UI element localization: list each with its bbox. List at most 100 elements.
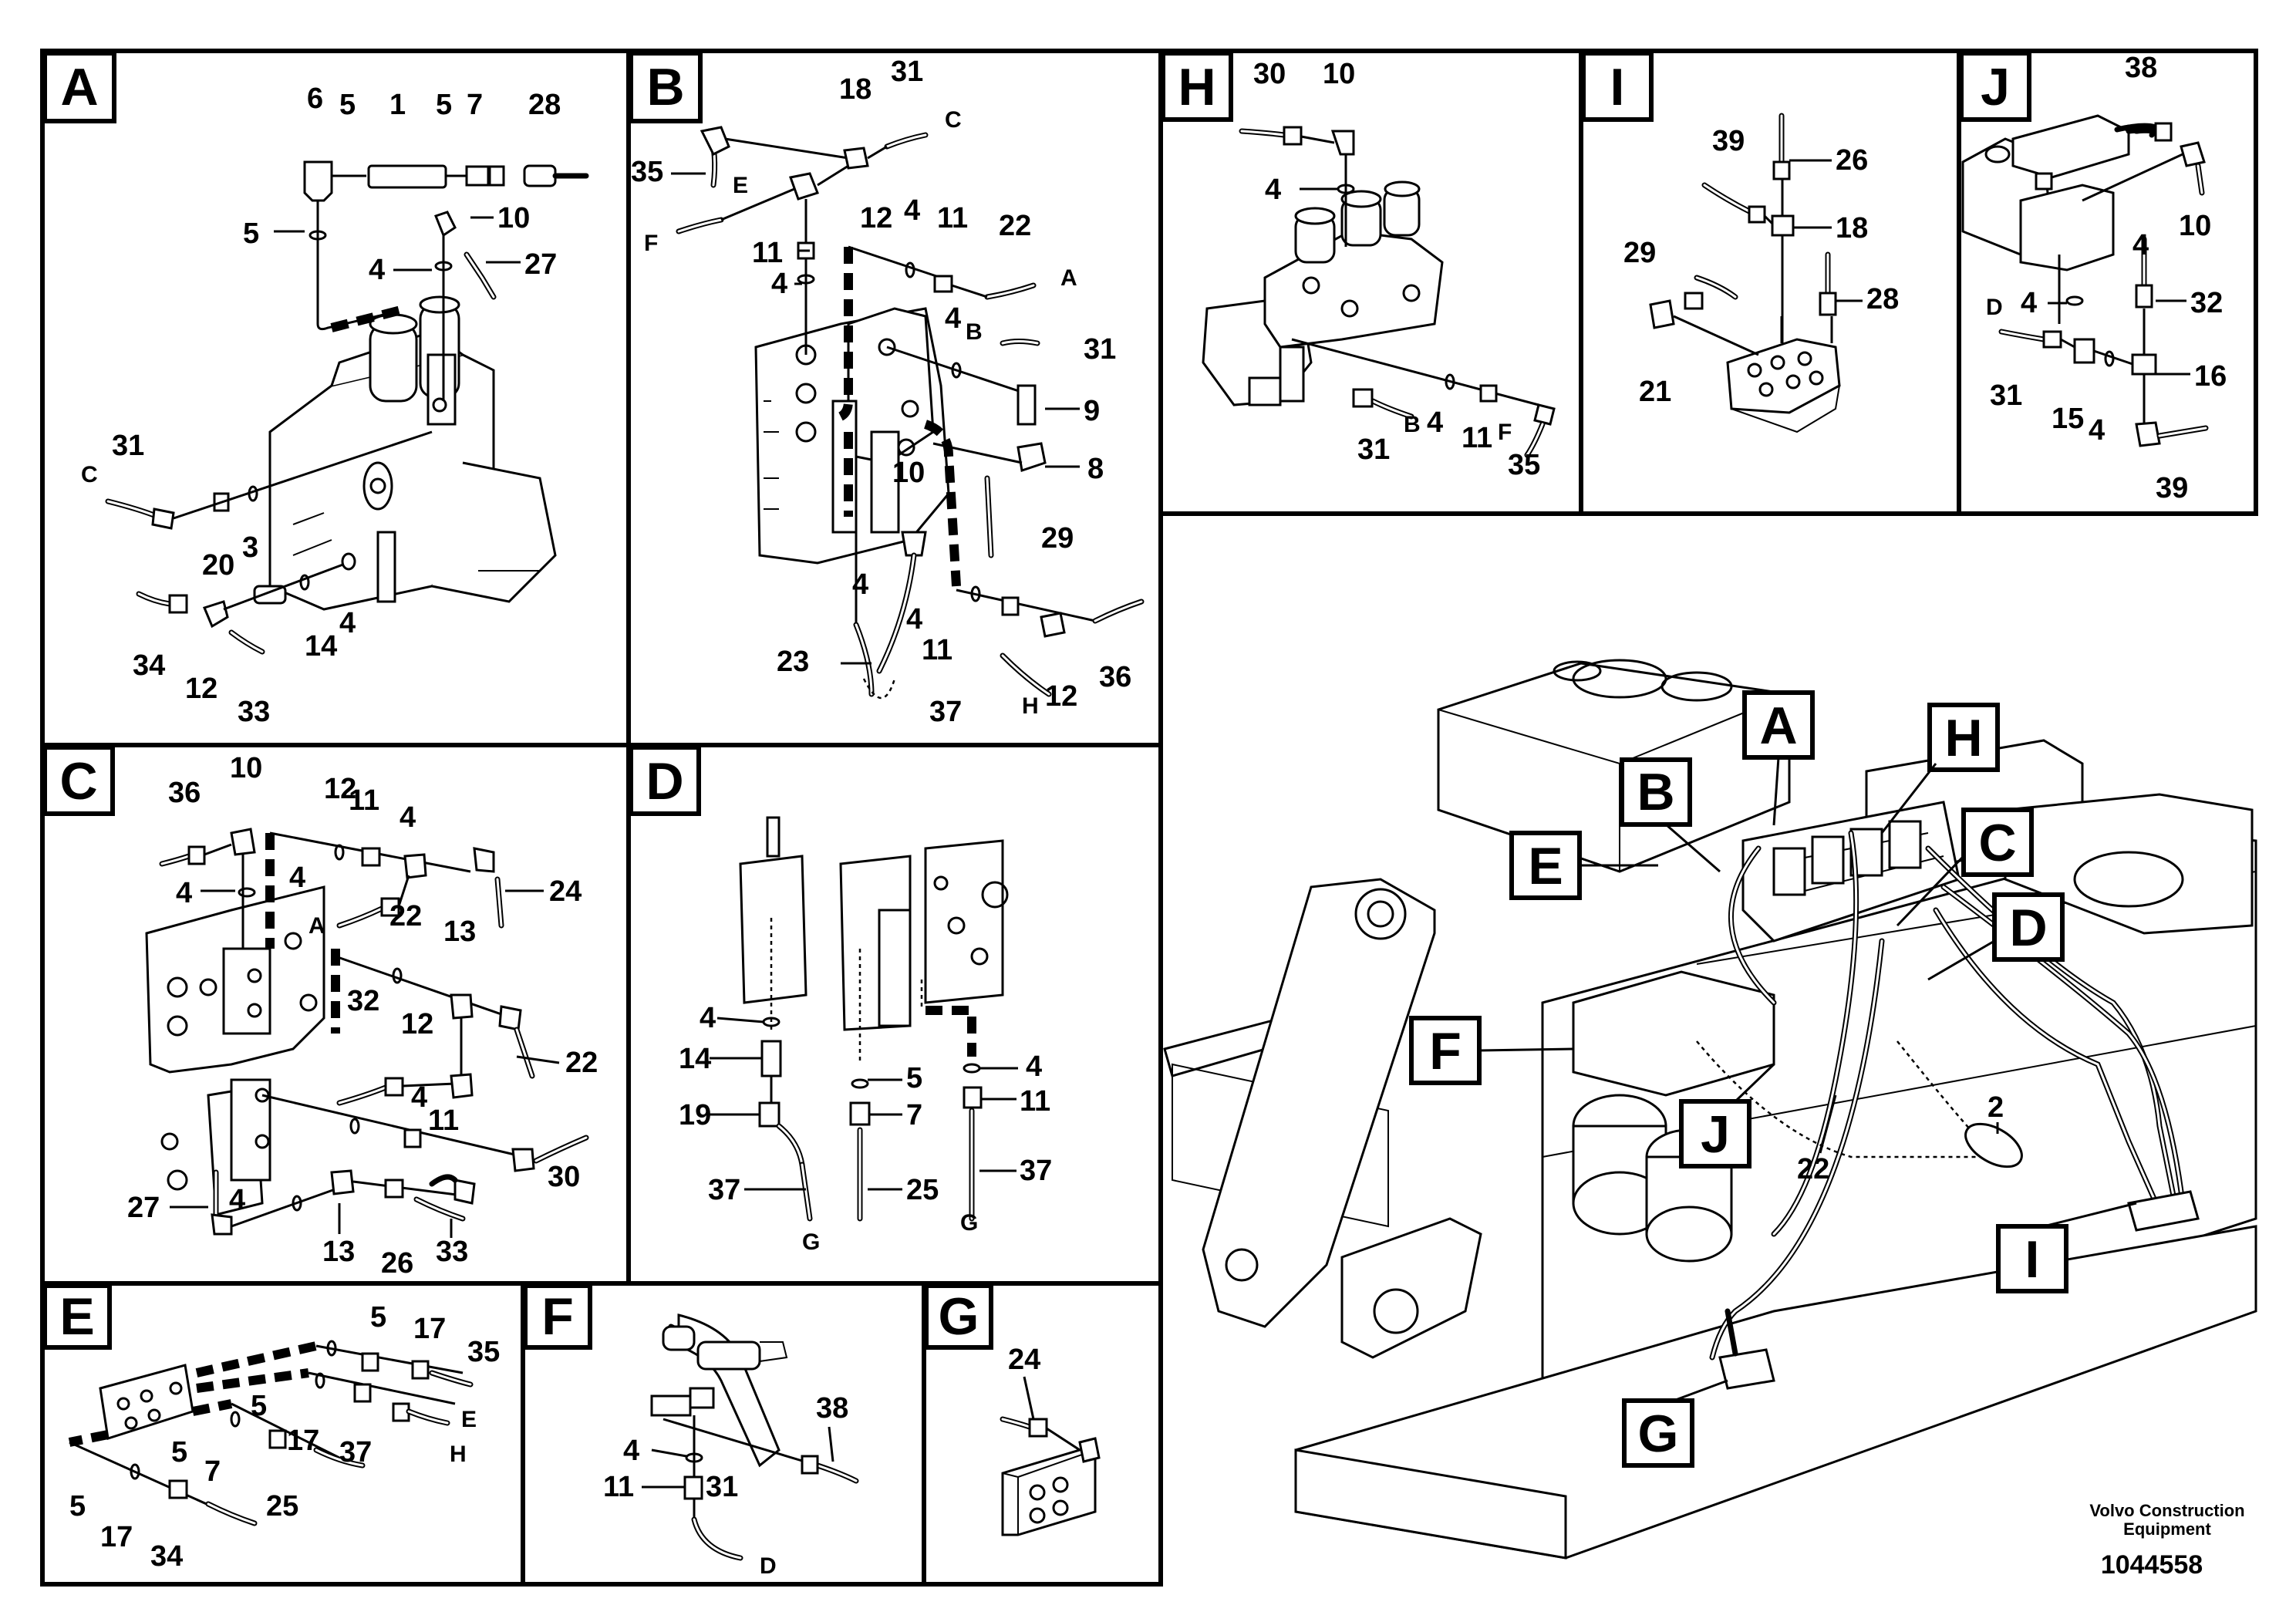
svg-text:4: 4 [623,1435,639,1467]
svg-text:I: I [1610,58,1625,116]
svg-text:10: 10 [497,202,530,234]
svg-text:31: 31 [112,430,144,462]
svg-text:15: 15 [2052,403,2084,435]
svg-text:E: E [733,173,748,198]
svg-text:3: 3 [242,531,258,564]
overview-tag-i: I [1996,1202,2137,1293]
svg-text:38: 38 [2125,52,2157,84]
svg-text:19: 19 [679,1099,711,1131]
svg-text:J: J [1701,1105,1730,1164]
svg-text:4: 4 [1265,174,1281,206]
svg-text:H: H [1022,693,1039,719]
svg-text:B: B [1404,412,1421,437]
svg-text:14: 14 [679,1043,711,1075]
panel-g-callouts: 24 [1008,1344,1040,1420]
svg-text:I: I [2025,1230,2040,1289]
svg-text:31: 31 [891,56,923,88]
svg-text:10: 10 [892,457,925,489]
svg-text:F: F [541,1287,574,1346]
svg-text:C: C [945,107,962,133]
svg-text:5: 5 [370,1301,386,1334]
svg-text:35: 35 [467,1336,500,1368]
svg-text:11: 11 [349,784,379,817]
svg-text:31: 31 [1990,379,2022,412]
panel-tag-f: F [523,1283,592,1350]
svg-text:B: B [1637,763,1674,821]
svg-text:7: 7 [906,1099,922,1131]
svg-text:27: 27 [127,1192,160,1224]
panel-h-callouts: 30 10 4 4 11 31 35 B F [1253,58,1540,481]
panel-c-callouts: 36 10 4 11 12 4 22 4 24 13 32 12 22 4 11… [127,752,598,1280]
panel-frames [40,49,2258,1587]
svg-text:10: 10 [1323,58,1355,90]
svg-text:F: F [1429,1022,1462,1081]
svg-text:D: D [2009,899,2047,957]
svg-text:4: 4 [229,1184,245,1216]
svg-text:F: F [644,231,658,256]
panel-a-drawing [105,160,589,655]
panel-tag-a: A [42,51,116,123]
panel-tag-e: E [42,1283,112,1350]
svg-text:5: 5 [906,1062,922,1094]
svg-text:B: B [646,58,684,116]
svg-text:4: 4 [339,607,356,639]
svg-text:E: E [461,1407,477,1432]
svg-text:29: 29 [1623,237,1656,269]
svg-text:28: 28 [1866,283,1899,315]
svg-text:C: C [59,752,97,811]
svg-text:37: 37 [929,696,962,728]
panel-j-callouts: 38 10 4 32 4 16 31 15 4 39 D [1986,52,2227,504]
svg-text:26: 26 [1836,144,1868,177]
svg-text:5: 5 [436,89,452,121]
panel-e-callouts: 5 17 35 5 7 17 5 37 25 5 17 34 E H [69,1301,500,1573]
svg-text:30: 30 [1253,58,1286,90]
panel-tag-i: I [1581,51,1654,122]
panel-i-callouts: 39 26 18 29 28 21 [1623,125,1899,408]
svg-text:4: 4 [945,302,961,335]
svg-text:12: 12 [185,673,217,705]
svg-text:2: 2 [1988,1091,2004,1124]
svg-text:4: 4 [906,603,922,636]
overview-tag-a: A [1742,690,1815,826]
svg-text:H: H [1178,58,1215,116]
svg-text:G: G [960,1210,978,1236]
svg-text:31: 31 [706,1471,738,1503]
panel-tag-j: J [1959,51,2031,122]
svg-text:11: 11 [922,634,952,666]
svg-text:14: 14 [305,630,337,663]
svg-text:34: 34 [150,1540,183,1573]
svg-text:11: 11 [937,202,968,234]
svg-text:23: 23 [777,646,809,678]
svg-text:32: 32 [347,985,379,1017]
panel-d-drawing [739,816,1009,1222]
svg-text:4: 4 [2132,229,2149,261]
svg-text:A: A [1060,265,1077,291]
panel-tag-g: G [924,1283,993,1350]
publisher-credit: Volvo Construction Equipment 1044558 [2089,1501,2244,1580]
svg-text:24: 24 [549,875,582,908]
overview-tag-h: H [1880,703,2000,834]
panel-a-callouts: 6 5 1 5 7 28 5 10 4 27 31 20 3 4 34 12 1… [81,83,561,728]
svg-text:22: 22 [999,210,1031,242]
svg-text:35: 35 [1508,449,1540,481]
panel-b-drawing [676,126,1145,700]
svg-text:B: B [966,319,983,345]
svg-text:37: 37 [339,1436,372,1469]
svg-text:35: 35 [631,156,663,188]
svg-text:10: 10 [2179,210,2211,242]
panel-b-callouts: 18 31 35 12 4 11 22 11 4 4 31 9 8 10 29 … [631,56,1131,728]
svg-text:37: 37 [708,1174,740,1206]
svg-text:4: 4 [1026,1050,1042,1083]
panel-i-drawing [1649,113,1841,433]
svg-text:33: 33 [436,1236,468,1268]
svg-text:37: 37 [1020,1155,1052,1187]
svg-text:G: G [1638,1404,1679,1463]
svg-text:34: 34 [133,649,165,682]
svg-text:G: G [939,1287,979,1346]
svg-text:11: 11 [603,1471,634,1503]
svg-text:8: 8 [1087,453,1104,485]
overview-tag-e: E [1509,831,1658,900]
svg-text:24: 24 [1008,1344,1040,1376]
panel-j-drawing [1961,114,2209,447]
